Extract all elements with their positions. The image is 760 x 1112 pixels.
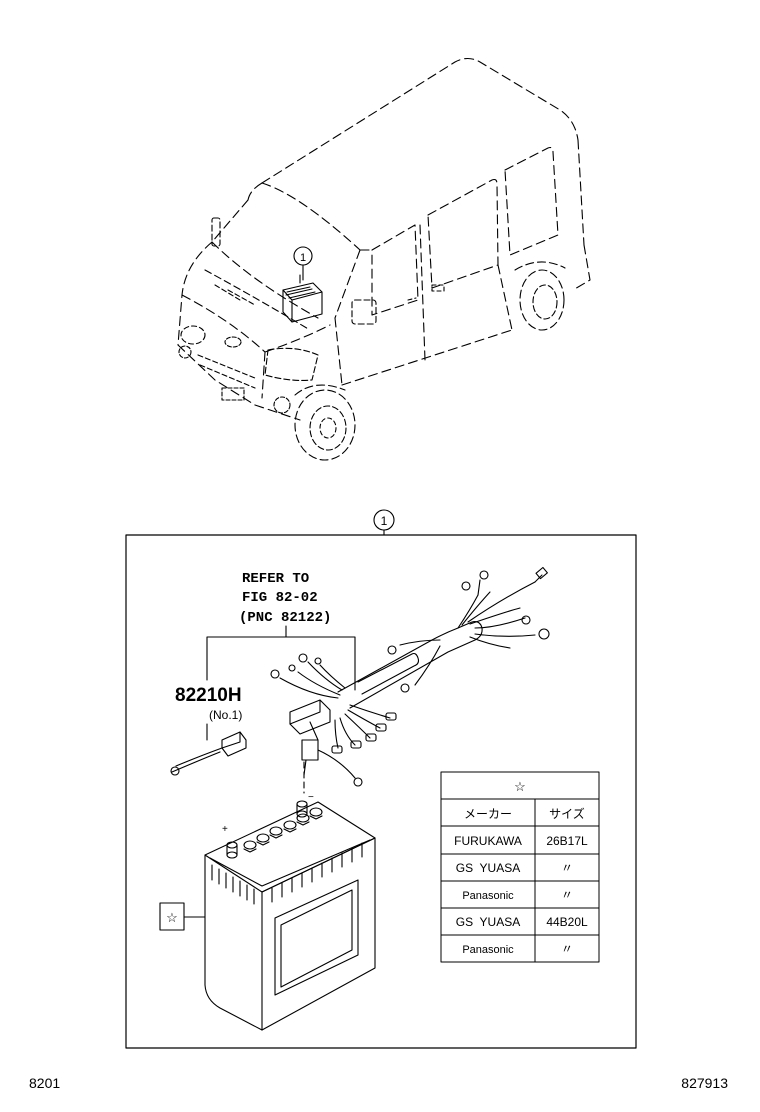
detail-callout-number: 1 xyxy=(381,514,388,528)
refer-to-line1: REFER TO xyxy=(242,571,309,587)
battery-symbol: ☆ xyxy=(166,910,178,925)
detail-frame xyxy=(125,534,637,1049)
van-illustration: 1 xyxy=(177,57,591,461)
footer-right-code: 827913 xyxy=(681,1075,728,1091)
table-row-maker: Panasonic xyxy=(462,890,514,902)
table-row-size: 26B17L xyxy=(546,834,588,848)
table-row-size: 〃 xyxy=(561,942,573,956)
wire-harness xyxy=(170,566,550,794)
van-callout-number: 1 xyxy=(300,252,306,264)
part-number: 82210H xyxy=(175,685,242,706)
table-row-size: 44B20L xyxy=(546,915,588,929)
battery-size-table xyxy=(440,771,600,963)
table-row-maker: GS YUASA xyxy=(456,915,520,929)
footer-left-code: 8201 xyxy=(29,1075,60,1091)
svg-text:+: + xyxy=(222,824,228,835)
table-col-size: サイズ xyxy=(549,806,585,821)
battery: + − ☆ xyxy=(159,792,376,1031)
refer-to-line3: (PNC 82122) xyxy=(239,610,331,626)
refer-to-line2: FIG 82-02 xyxy=(242,590,318,606)
table-row-maker: FURUKAWA xyxy=(454,834,522,848)
svg-text:−: − xyxy=(308,792,314,803)
table-header-symbol: ☆ xyxy=(514,779,526,794)
table-col-maker: メーカー xyxy=(464,807,512,821)
table-row-maker: GS YUASA xyxy=(456,861,520,875)
table-row-maker: Panasonic xyxy=(462,944,514,956)
table-row-size: 〃 xyxy=(561,861,573,875)
part-note: (No.1) xyxy=(209,708,242,722)
table-row-size: 〃 xyxy=(561,888,573,902)
